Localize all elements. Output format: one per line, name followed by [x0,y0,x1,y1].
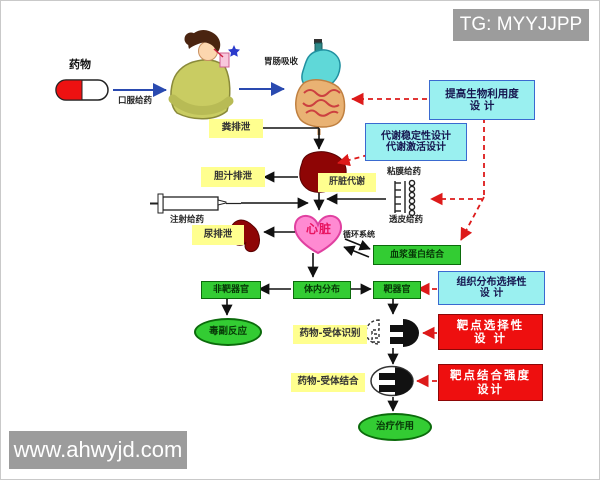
target-selectivity-design-box: 靶点选择性 设 计 [438,314,543,350]
administration-arrows [113,82,285,97]
heart-label: 心脏 [305,222,332,237]
fecal-excretion-label: 粪排泄 [209,119,263,138]
liver-metabolism-label: 肝脏代谢 [318,173,376,192]
binding-strength-line2: 设计 [477,381,504,396]
oral-route-label: 口服给药 [117,95,152,106]
target-selectivity-line1: 靶点选择性 [456,317,525,332]
binding-strength-line1: 靶点结合强度 [450,368,531,383]
target-selectivity-line2: 设 计 [473,331,507,345]
metabolism-design-line1: 代谢稳定性设计 [381,130,451,142]
bioavailability-design-box: 提高生物利用度 设 计 [429,80,535,120]
transdermal-route-label: 透皮给药 [388,215,423,226]
receptor-bound-icon [370,365,414,397]
bile-excretion-label: 胆汁排泄 [201,167,265,187]
injection-route-label: 注射给药 [169,214,204,225]
metabolism-design-box: 代谢稳定性设计 代谢激活设计 [365,123,467,161]
tissue-selectivity-line1: 组织分布选择性 [456,276,527,288]
binding-strength-design-box: 靶点结合强度 设计 [438,364,543,401]
site-watermark: www.ahwyjd.com [9,431,187,469]
gi-absorption-label: 胃肠吸收 [263,56,298,67]
target-organ-box: 靶器官 [373,281,421,299]
therapeutic-effect-ellipse: 治疗作用 [358,413,432,441]
bioavailability-design-line2: 设 计 [469,100,495,112]
tissue-selectivity-design-box: 组织分布选择性 设 计 [438,271,545,305]
tissue-selectivity-line2: 设 计 [479,288,504,299]
metabolism-design-line2: 代谢激活设计 [386,142,446,153]
syringe-icon [150,193,241,214]
circulation-label: 循环系统 [343,230,375,240]
drug-plug-icon [390,319,419,347]
drug-receptor-recognition-label: 药物-受体识别 [293,325,367,344]
drug-label: 药物 [69,57,91,71]
design-feedback-arrows [337,92,485,388]
mucosal-route-label: 粘膜给药 [386,167,421,178]
drug-receptor-binding-label: 药物-受体结合 [291,373,365,392]
body-distribution-box: 体内分布 [293,281,351,299]
flow-arrows [221,127,399,412]
non-target-organ-box: 非靶器官 [201,281,261,299]
tg-tag: TG: MYYJJPP [453,9,589,41]
receptor-socket-icon [365,319,380,345]
urine-excretion-label: 尿排泄 [192,225,244,245]
heart-illustration [294,215,342,255]
toxic-side-effect-ellipse: 毒副反应 [194,318,262,346]
plasma-protein-binding-box: 血浆蛋白结合 [373,245,461,265]
woman-taking-drug-illustration [168,29,240,120]
gi-tract-illustration [295,39,346,135]
bioavailability-design-line1: 提高生物利用度 [445,87,519,100]
transdermal-patch-icon [394,179,416,217]
capsule-icon [55,79,109,101]
